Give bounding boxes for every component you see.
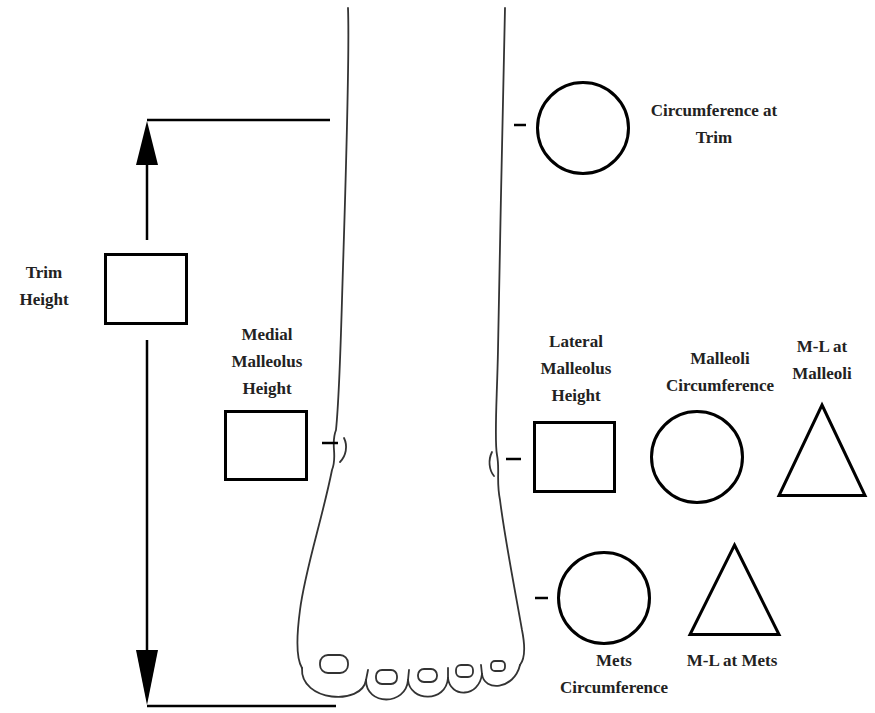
shape-outline xyxy=(687,542,782,636)
measurement-label: Malleoli Circumference xyxy=(655,345,785,399)
triangle-symbol: M-L at Mets xyxy=(687,542,782,636)
arrowheads xyxy=(136,121,158,705)
measurement-label: Mets Circumference xyxy=(549,647,679,701)
shape-outline xyxy=(557,551,651,645)
dimension-lines xyxy=(147,120,336,706)
measurement-label: M-L at Mets xyxy=(670,647,794,674)
measurement-label: M-L at Malleoli xyxy=(780,333,864,387)
shape-outline xyxy=(104,253,188,325)
leader-ticks xyxy=(322,125,548,598)
shape-outline xyxy=(533,421,616,493)
shape-outline xyxy=(776,402,868,497)
foot-outline xyxy=(298,8,525,700)
measurement-label: Medial Malleolus Height xyxy=(219,321,315,402)
shape-outline xyxy=(224,410,308,481)
shape-outline xyxy=(650,410,744,504)
triangle-symbol: M-L at Malleoli xyxy=(776,402,868,497)
circle-symbol: Circumference at Trim xyxy=(536,81,630,175)
square-box: Trim Height xyxy=(104,253,188,325)
square-box: Medial Malleolus Height xyxy=(224,410,308,481)
measurement-label: Lateral Malleolus Height xyxy=(528,328,624,409)
circle-symbol: Malleoli Circumference xyxy=(650,410,744,504)
measurement-label: Circumference at Trim xyxy=(644,97,784,151)
square-box: Lateral Malleolus Height xyxy=(533,421,616,493)
measurement-label: Trim Height xyxy=(6,259,82,313)
circle-symbol: Mets Circumference xyxy=(557,551,651,645)
shape-outline xyxy=(536,81,630,175)
